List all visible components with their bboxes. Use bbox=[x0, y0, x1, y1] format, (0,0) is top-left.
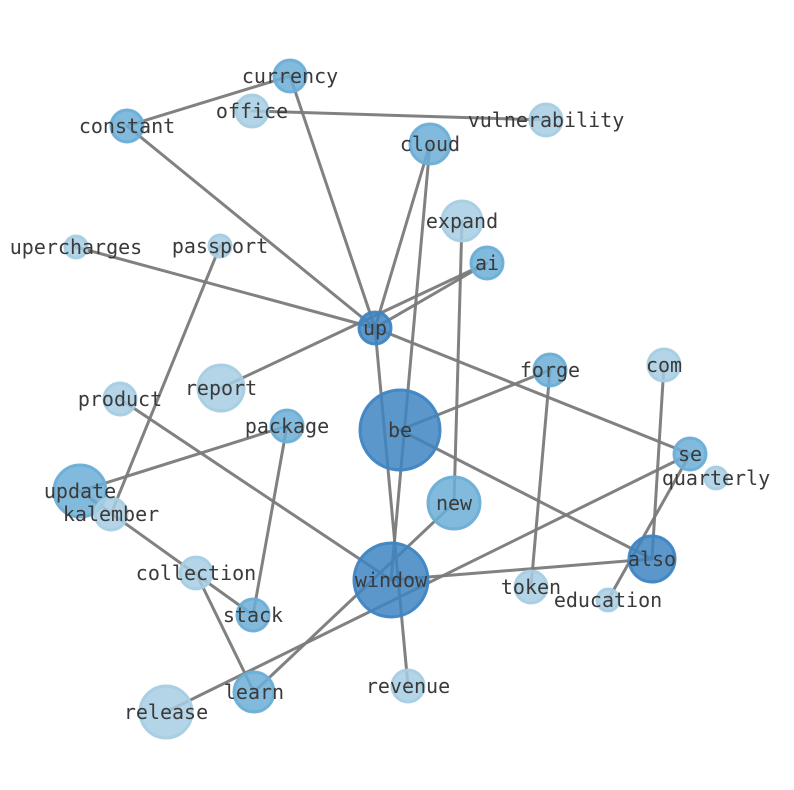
node-label-report: report bbox=[185, 376, 257, 400]
node-revenue[interactable] bbox=[390, 668, 426, 704]
node-label-office: office bbox=[216, 99, 288, 123]
node-education[interactable] bbox=[595, 587, 621, 613]
edge-constant-up bbox=[125, 124, 377, 330]
node-label-kalember: kalember bbox=[63, 502, 159, 526]
edge-new-learn bbox=[252, 501, 456, 694]
node-expand[interactable] bbox=[440, 199, 484, 243]
edge-currency-constant bbox=[125, 74, 292, 128]
node-label-new: new bbox=[436, 491, 473, 515]
node-ai[interactable] bbox=[469, 245, 505, 281]
edge-passport-kalember bbox=[109, 244, 222, 516]
edge-upercharges-up bbox=[74, 245, 377, 330]
node-label-be: be bbox=[388, 418, 412, 442]
node-label-ai: ai bbox=[475, 251, 499, 275]
node-up[interactable] bbox=[357, 310, 393, 346]
node-label-up: up bbox=[363, 316, 387, 340]
node-window[interactable] bbox=[352, 541, 430, 619]
node-label-stack: stack bbox=[223, 603, 283, 627]
node-update[interactable] bbox=[52, 463, 108, 519]
edge-ai-up bbox=[373, 261, 489, 330]
node-label-learn: learn bbox=[224, 680, 284, 704]
node-forge[interactable] bbox=[532, 352, 568, 388]
node-label-cloud: cloud bbox=[400, 132, 460, 156]
node-product[interactable] bbox=[102, 381, 138, 417]
node-learn[interactable] bbox=[232, 670, 276, 714]
node-layer bbox=[52, 58, 729, 740]
edge-ai-report bbox=[219, 261, 489, 390]
node-constant[interactable] bbox=[109, 108, 145, 144]
node-label-token: token bbox=[501, 575, 561, 599]
node-token[interactable] bbox=[513, 569, 549, 605]
edge-package-update bbox=[78, 424, 289, 493]
edge-currency-up bbox=[288, 74, 377, 330]
edge-cloud-window bbox=[389, 142, 432, 582]
label-layer: currency office vulnerability constant cloud… bbox=[10, 64, 770, 724]
node-label-upercharges: upercharges bbox=[10, 235, 142, 259]
edge-cloud-up bbox=[373, 142, 432, 330]
node-collection[interactable] bbox=[178, 555, 214, 591]
edge-window-also bbox=[389, 557, 654, 582]
edge-collection-learn bbox=[194, 571, 256, 694]
edge-forge-token bbox=[529, 368, 552, 589]
node-label-quarterly: quarterly bbox=[662, 466, 770, 490]
edge-product-window bbox=[118, 397, 393, 582]
edge-up-revenue bbox=[373, 326, 410, 688]
edge-up-se bbox=[373, 326, 692, 456]
node-label-constant: constant bbox=[79, 114, 175, 138]
node-label-product: product bbox=[78, 387, 162, 411]
node-label-release: release bbox=[124, 700, 208, 724]
node-cloud[interactable] bbox=[408, 122, 452, 166]
node-upercharges[interactable] bbox=[63, 234, 89, 260]
node-com[interactable] bbox=[646, 347, 682, 383]
edge-office-vulnerability bbox=[250, 109, 548, 122]
node-passport[interactable] bbox=[207, 233, 233, 259]
edge-layer bbox=[74, 74, 692, 714]
node-label-com: com bbox=[646, 353, 682, 377]
node-currency[interactable] bbox=[272, 58, 308, 94]
node-label-window: window bbox=[355, 568, 428, 592]
node-label-forge: forge bbox=[520, 358, 580, 382]
edge-package-stack bbox=[251, 424, 289, 617]
node-label-vulnerability: vulnerability bbox=[468, 108, 625, 132]
edge-se-education bbox=[606, 452, 692, 602]
node-label-collection: collection bbox=[136, 561, 256, 585]
node-label-education: education bbox=[554, 588, 662, 612]
node-label-also: also bbox=[628, 547, 676, 571]
node-stack[interactable] bbox=[235, 597, 271, 633]
node-label-se: se bbox=[678, 442, 702, 466]
node-release[interactable] bbox=[138, 684, 194, 740]
node-vulnerability[interactable] bbox=[528, 102, 564, 138]
node-kalember[interactable] bbox=[93, 496, 129, 532]
node-label-passport: passport bbox=[172, 234, 268, 258]
edge-be-also bbox=[398, 428, 654, 561]
node-label-currency: currency bbox=[242, 64, 338, 88]
node-quarterly[interactable] bbox=[703, 465, 729, 491]
node-new[interactable] bbox=[426, 475, 482, 531]
node-be[interactable] bbox=[358, 388, 442, 472]
node-label-revenue: revenue bbox=[366, 674, 450, 698]
node-label-expand: expand bbox=[426, 209, 498, 233]
edge-com-also bbox=[650, 363, 666, 561]
node-package[interactable] bbox=[269, 408, 305, 444]
node-office[interactable] bbox=[234, 93, 270, 129]
node-se[interactable] bbox=[672, 436, 708, 472]
node-label-update: update bbox=[44, 479, 116, 503]
node-label-package: package bbox=[245, 414, 329, 438]
node-also[interactable] bbox=[627, 534, 677, 584]
node-report[interactable] bbox=[196, 363, 246, 413]
